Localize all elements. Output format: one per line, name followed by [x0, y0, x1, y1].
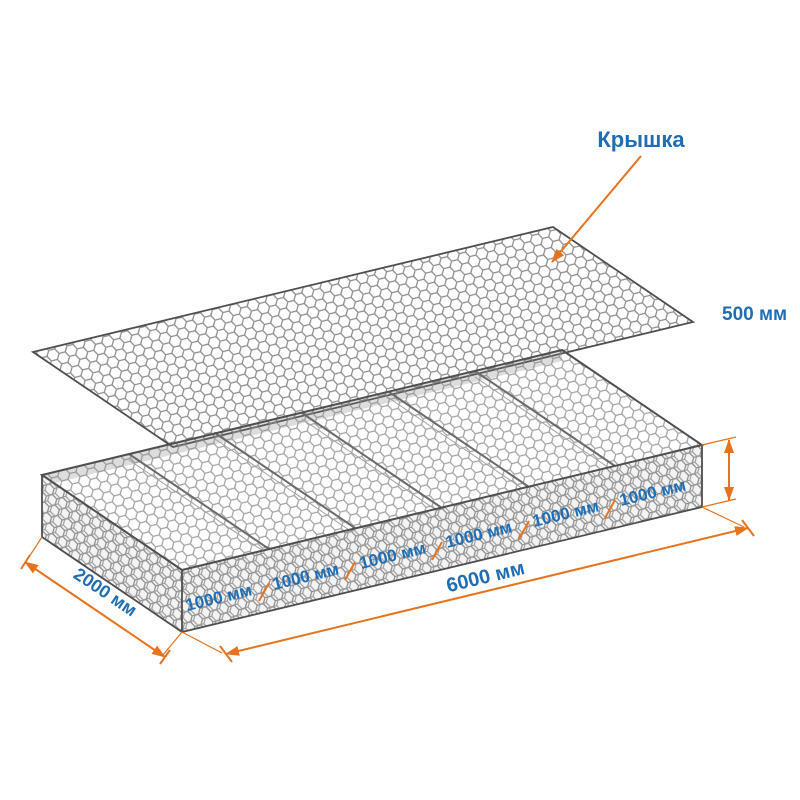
divider-line-shadow	[474, 376, 616, 473]
lid-label: Крышка	[597, 127, 685, 152]
length-end-tick	[219, 645, 233, 663]
segment-tick	[431, 541, 443, 561]
length-extension-line-right	[701, 506, 745, 528]
depth-end-tick	[159, 649, 171, 665]
depth-end-tick	[20, 554, 31, 570]
divider-line	[474, 370, 616, 467]
lid-callout: Крышка	[551, 127, 685, 263]
height-extension-line-top	[701, 436, 737, 446]
divider-line	[214, 432, 356, 529]
segment-tick	[604, 499, 616, 519]
segment-tick	[518, 520, 530, 540]
lid-mesh-surface	[33, 227, 693, 447]
segment-ticks	[258, 499, 616, 602]
segment-tick	[344, 561, 356, 581]
divider-line-shadow	[388, 397, 530, 494]
divider-line	[388, 391, 530, 488]
length-extension-line-left	[181, 631, 223, 654]
lid-frame-edge	[30, 226, 696, 448]
gabion-lid	[30, 226, 696, 448]
box-dividers	[128, 370, 616, 556]
segment-tick	[258, 582, 270, 602]
divider-line-shadow	[214, 438, 356, 535]
lid-leader-arrow	[551, 155, 642, 263]
length-end-tick	[741, 519, 755, 537]
depth-dimension-arrow	[24, 561, 166, 658]
height-extension-line-bottom	[701, 498, 737, 508]
length-dimension-arrow	[225, 526, 749, 656]
depth-extension-line-front	[162, 631, 183, 656]
divider-line	[301, 412, 443, 509]
height-dimension-label: 500 мм	[722, 304, 787, 325]
divider-line-shadow	[301, 418, 443, 515]
height-dimension: 500 мм	[701, 304, 787, 508]
box-rear-wall	[42, 350, 562, 486]
